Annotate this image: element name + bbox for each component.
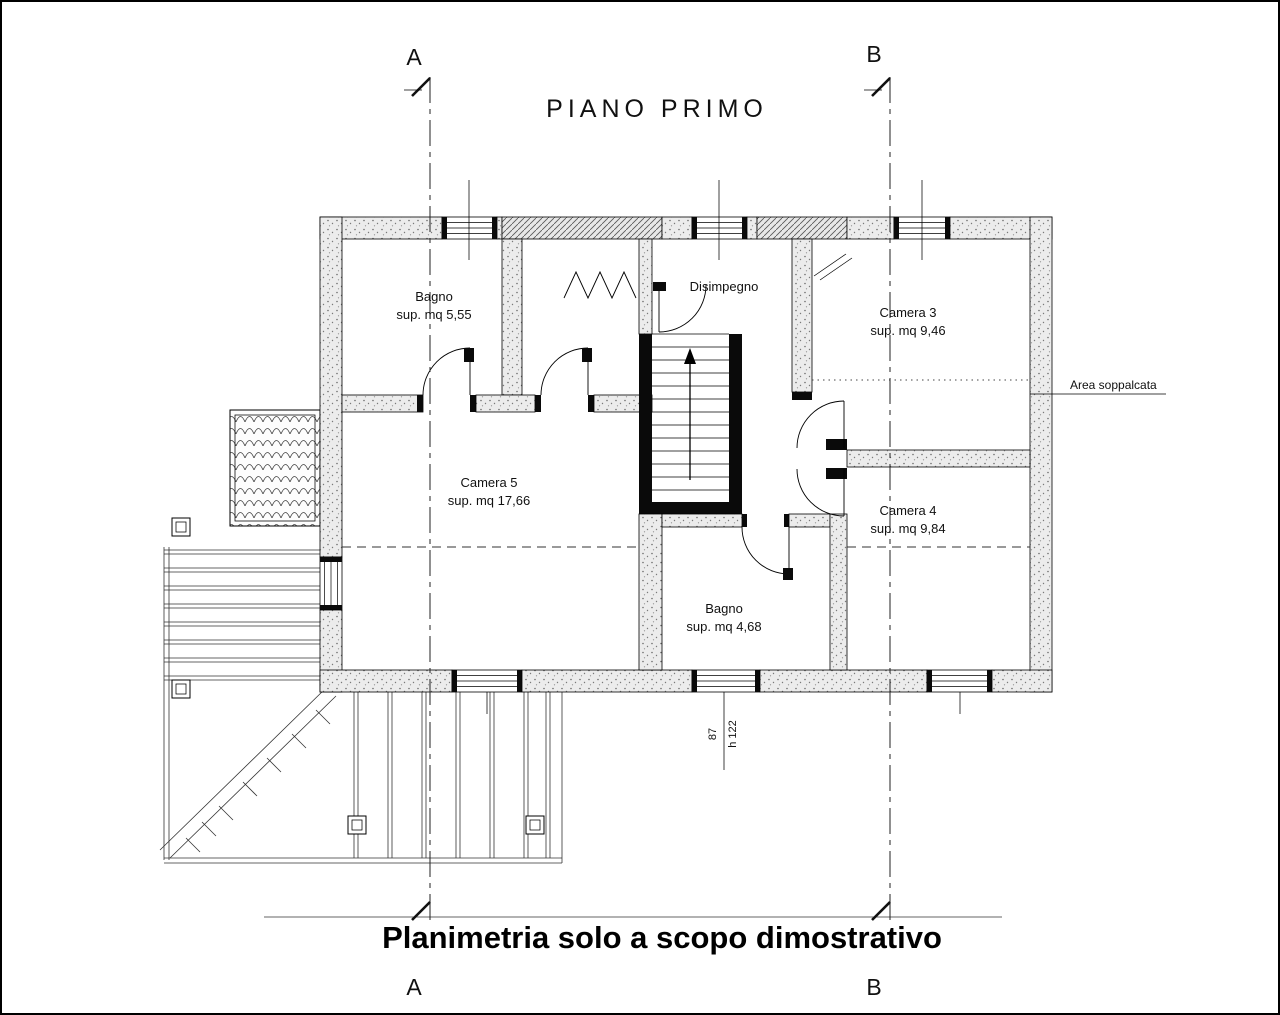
svg-text:sup. mq 9,46: sup. mq 9,46: [870, 323, 945, 338]
room-label-camera4: Camera 4 sup. mq 9,84: [870, 503, 945, 536]
room-label-bagno-bottom: Bagno sup. mq 4,68: [686, 601, 761, 634]
window-top-2: [691, 216, 748, 240]
svg-text:Camera 5: Camera 5: [460, 475, 517, 490]
drawing-caption: Planimetria solo a scopo dimostrativo: [382, 920, 942, 955]
folding-door: [563, 270, 637, 300]
stair-right-wall: [729, 334, 742, 502]
svg-text:Camera 4: Camera 4: [879, 503, 936, 518]
dimension-height: h 122: [727, 720, 739, 748]
door-stair-landing: [653, 282, 707, 333]
window-dimension: 87 h 122: [707, 720, 739, 748]
section-a-bottom-label: A: [406, 974, 422, 1000]
section-b-bottom-label: B: [866, 974, 881, 1000]
tiled-roof-area: [229, 409, 321, 527]
window-left: [319, 556, 343, 611]
soppalco-label: Area soppalcata: [1070, 378, 1157, 392]
window-bottom-2: [691, 669, 761, 693]
room-label-camera5: Camera 5 sup. mq 17,66: [448, 475, 530, 508]
door-bagno-top: [422, 347, 474, 396]
svg-text:Bagno: Bagno: [415, 289, 453, 304]
svg-text:Bagno: Bagno: [705, 601, 743, 616]
svg-text:sup. mq 9,84: sup. mq 9,84: [870, 521, 945, 536]
section-line-b: [864, 77, 891, 922]
svg-text:sup. mq 4,68: sup. mq 4,68: [686, 619, 761, 634]
door-camera3: [796, 400, 845, 449]
doors: [422, 253, 853, 580]
section-a-top-label: A: [406, 44, 422, 70]
door-bagno-bottom: [741, 526, 793, 580]
door-camera4: [796, 468, 845, 517]
svg-text:sup. mq 5,55: sup. mq 5,55: [396, 307, 471, 322]
room-label-disimpegno: Disimpegno: [690, 279, 759, 294]
dimension-width: 87: [707, 728, 719, 740]
stair-bottom-wall: [652, 502, 742, 514]
exterior-stair: [159, 687, 337, 859]
section-b-top-label: B: [866, 41, 881, 67]
room-label-camera3: Camera 3 sup. mq 9,46: [870, 305, 945, 338]
interior-walls: [341, 238, 1031, 671]
window-top-1: [441, 216, 498, 240]
room-label-bagno-top: Bagno sup. mq 5,55: [396, 289, 471, 322]
svg-text:Disimpegno: Disimpegno: [690, 279, 759, 294]
stair-left-wall: [639, 334, 652, 514]
door-vestibule: [540, 347, 592, 396]
window-bottom-3: [926, 669, 993, 693]
svg-text:sup. mq 17,66: sup. mq 17,66: [448, 493, 530, 508]
flue-mark: [813, 253, 853, 281]
terrace-pergola: [159, 517, 1002, 918]
section-line-a: [404, 77, 431, 922]
window-bottom-1: [451, 669, 523, 693]
reference-ticks: [468, 180, 961, 770]
dashed-lines: [342, 379, 1030, 548]
drawing-title: PIANO PRIMO: [546, 95, 768, 123]
staircase: [652, 333, 729, 491]
soppalco-annotation: Area soppalcata: [1030, 378, 1166, 395]
svg-text:Camera 3: Camera 3: [879, 305, 936, 320]
